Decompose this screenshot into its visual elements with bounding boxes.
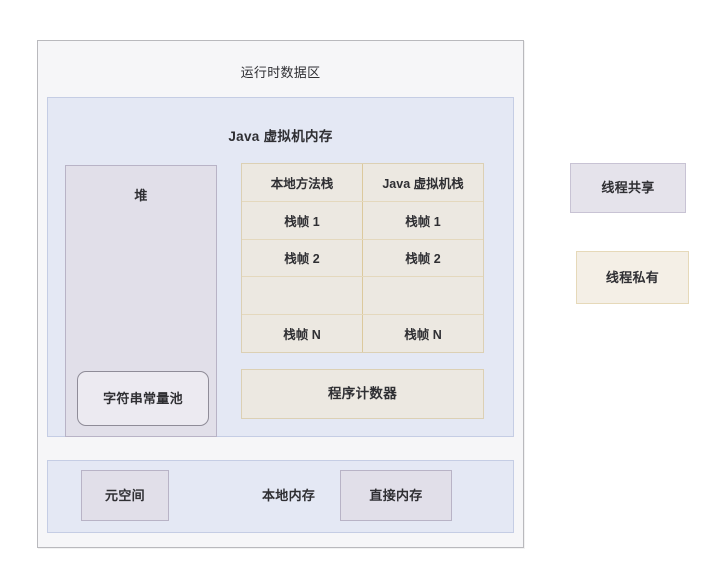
table-row: 栈帧 2 栈帧 2 xyxy=(242,239,483,278)
table-header-jvm-stack: Java 虚拟机栈 xyxy=(382,176,464,191)
metaspace-box: 元空间 xyxy=(81,470,169,521)
table-cell: 栈帧 N xyxy=(242,315,363,352)
table-cell-empty xyxy=(363,277,483,314)
table-cell: 栈帧 1 xyxy=(405,214,441,229)
table-row: 本地方法栈 Java 虚拟机栈 xyxy=(242,164,483,202)
table-cell: 栈帧 2 xyxy=(242,239,363,277)
legend-thread-shared-label: 线程共享 xyxy=(601,180,655,196)
program-counter-box: 程序计数器 xyxy=(241,369,484,419)
native-memory-label: 本地内存 xyxy=(262,488,316,503)
heap-label: 堆 xyxy=(134,188,148,203)
jvm-memory-title: Java 虚拟机内存 xyxy=(228,129,333,144)
string-constant-pool-label: 字符串常量池 xyxy=(103,390,183,406)
table-cell: 栈帧 N xyxy=(404,328,442,343)
stacks-table: 本地方法栈 Java 虚拟机栈 栈帧 1 栈帧 1 栈帧 2 栈帧 2 栈帧 N… xyxy=(241,163,484,353)
program-counter-label: 程序计数器 xyxy=(328,385,397,401)
legend-thread-shared: 线程共享 xyxy=(570,163,686,213)
table-row xyxy=(242,277,483,316)
legend-thread-private: 线程私有 xyxy=(576,251,689,304)
direct-memory-label: 直接内存 xyxy=(369,487,423,503)
legend-thread-private-label: 线程私有 xyxy=(605,269,660,285)
direct-memory-box: 直接内存 xyxy=(340,470,452,521)
table-cell-empty xyxy=(242,277,363,315)
string-constant-pool-box: 字符串常量池 xyxy=(77,371,209,426)
runtime-data-area-title: 运行时数据区 xyxy=(240,65,321,80)
table-header-native-method-stack: 本地方法栈 xyxy=(242,164,363,201)
table-cell: 栈帧 1 xyxy=(242,201,363,239)
table-row: 栈帧 N 栈帧 N xyxy=(242,315,483,352)
heap-box: 堆 字符串常量池 xyxy=(65,165,217,437)
metaspace-label: 元空间 xyxy=(105,487,145,503)
table-row: 栈帧 1 栈帧 1 xyxy=(242,201,483,240)
table-cell: 栈帧 2 xyxy=(405,252,441,267)
